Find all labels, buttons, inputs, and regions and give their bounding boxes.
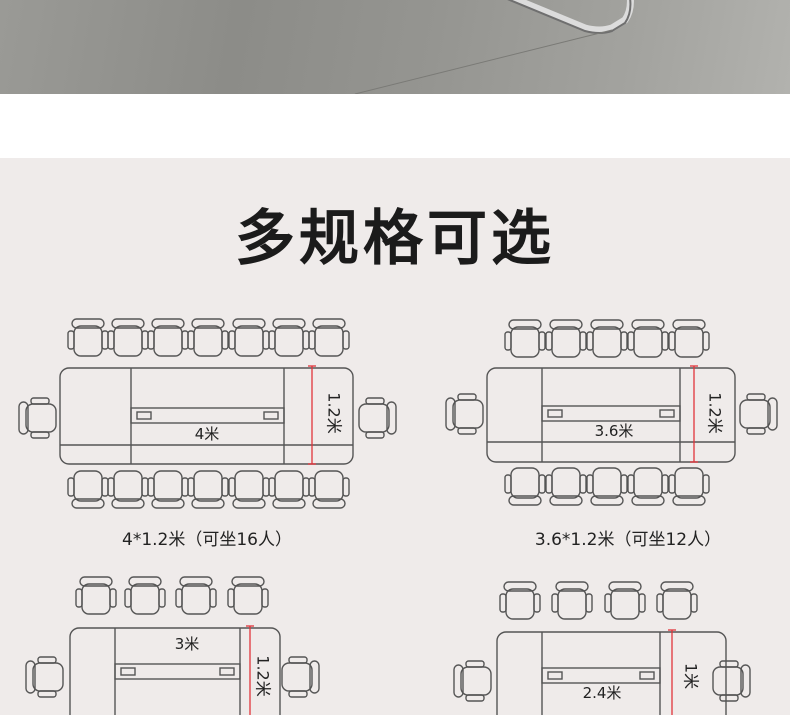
chair: [668, 319, 710, 358]
layout-2: 3米 1.2米: [69, 625, 281, 715]
chair: [499, 581, 541, 620]
conference-table: [496, 631, 727, 715]
chair-leg-tube: [354, 0, 634, 94]
chair: [227, 576, 269, 615]
chair: [228, 318, 270, 357]
power-outlet: [263, 411, 279, 420]
chair: [586, 319, 628, 358]
power-outlet: [136, 411, 152, 420]
width-label: 1.2米: [254, 655, 273, 696]
length-label: 3.6米: [595, 422, 634, 440]
chair: [107, 470, 149, 509]
cable-tray: [541, 667, 661, 684]
chair: [308, 318, 350, 357]
layout-0: 4米 1.2米: [59, 365, 354, 465]
power-outlet: [219, 667, 235, 676]
chair: [228, 470, 270, 509]
chair: [67, 318, 109, 357]
chair: [268, 318, 310, 357]
chair: [712, 660, 751, 702]
layout-1: 3.6米 1.2米: [486, 365, 736, 463]
chair: [124, 576, 166, 615]
width-label: 1.2米: [325, 392, 344, 433]
chair: [586, 467, 628, 506]
width-label: 1.2米: [706, 392, 725, 433]
chair: [551, 581, 593, 620]
conference-table: [59, 367, 354, 465]
chair: [545, 467, 587, 506]
chair: [545, 319, 587, 358]
cable-tray: [130, 407, 285, 424]
power-outlet: [659, 409, 675, 418]
chair: [175, 576, 217, 615]
chair: [453, 660, 492, 702]
chair: [739, 393, 778, 435]
chair: [668, 467, 710, 506]
chair: [281, 656, 320, 698]
width-label: 1米: [682, 663, 701, 689]
chair: [627, 467, 669, 506]
chair: [268, 470, 310, 509]
chair: [504, 319, 546, 358]
power-outlet: [547, 409, 563, 418]
page-title: 多规格可选: [235, 204, 555, 274]
layout-3: 2.4米 1米: [496, 629, 727, 715]
chair: [627, 319, 669, 358]
cable-tray: [114, 663, 241, 680]
power-outlet: [547, 671, 563, 680]
chair: [75, 576, 117, 615]
conference-table: [69, 627, 281, 715]
chair: [604, 581, 646, 620]
chair: [67, 470, 109, 509]
chair: [308, 470, 350, 509]
chair: [25, 656, 64, 698]
power-outlet: [639, 671, 655, 680]
length-label: 3米: [175, 635, 200, 653]
cable-tray: [541, 405, 681, 422]
layout-caption-4m: 4*1.2米（可坐16人）: [122, 530, 292, 550]
chair: [147, 470, 189, 509]
chair: [445, 393, 484, 435]
chair: [504, 467, 546, 506]
product-photo-floor: [0, 0, 790, 94]
power-outlet: [120, 667, 136, 676]
spacer: [0, 94, 790, 158]
chair: [147, 318, 189, 357]
length-label: 2.4米: [583, 684, 622, 702]
chair: [187, 318, 229, 357]
conference-table: [486, 367, 736, 463]
layout-caption-3-6m: 3.6*1.2米（可坐12人）: [534, 530, 722, 550]
chair: [107, 318, 149, 357]
chair: [18, 397, 57, 439]
chair: [656, 581, 698, 620]
chair: [358, 397, 397, 439]
chair: [187, 470, 229, 509]
length-label: 4米: [195, 425, 220, 443]
